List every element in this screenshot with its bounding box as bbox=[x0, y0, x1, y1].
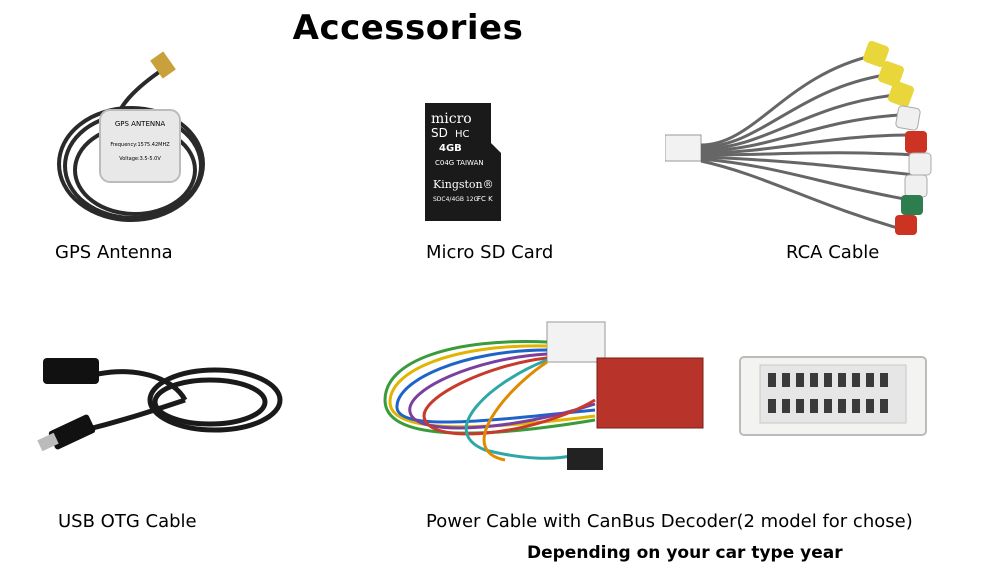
label-usb-otg-cable: USB OTG Cable bbox=[58, 511, 197, 532]
sd-origin-text: C04G TAIWAN bbox=[435, 159, 484, 167]
gps-antenna-voltage: Voltage:3.5-5.0V bbox=[119, 156, 161, 162]
usb-otg-cable-image bbox=[37, 358, 283, 452]
sd-brand-text: Kingston® bbox=[433, 178, 494, 191]
sd-hc-text: HC bbox=[455, 129, 470, 140]
power-cable-image bbox=[383, 321, 704, 470]
rca-cable-image bbox=[665, 41, 932, 235]
label-power-cable: Power Cable with CanBus Decoder(2 model … bbox=[426, 511, 913, 532]
label-rca-cable: RCA Cable bbox=[786, 242, 880, 263]
harness-connector-image bbox=[739, 356, 927, 436]
gps-antenna-text: GPS ANTENNA bbox=[115, 120, 166, 128]
page-title: Accessories bbox=[292, 8, 524, 48]
micro-sd-card-image: micro SD HC 4GB C04G TAIWAN Kingston® SD… bbox=[425, 103, 501, 221]
gps-antenna-frequency: Frequency:1575.42MHZ bbox=[110, 142, 170, 148]
sd-capacity-text: 4GB bbox=[439, 143, 462, 154]
gps-antenna-image: GPS ANTENNA Frequency:1575.42MHZ Voltage… bbox=[57, 51, 205, 222]
label-gps-antenna: GPS Antenna bbox=[55, 242, 173, 263]
sd-micro-text: micro bbox=[431, 111, 472, 127]
label-micro-sd-card: Micro SD Card bbox=[426, 242, 554, 263]
sd-model-text: SDC4/4GB 12G bbox=[433, 196, 479, 203]
sd-certification-text: FC K bbox=[477, 195, 493, 203]
sd-sd-text: SD bbox=[431, 126, 448, 140]
car-type-note: Depending on your car type year bbox=[527, 543, 843, 563]
